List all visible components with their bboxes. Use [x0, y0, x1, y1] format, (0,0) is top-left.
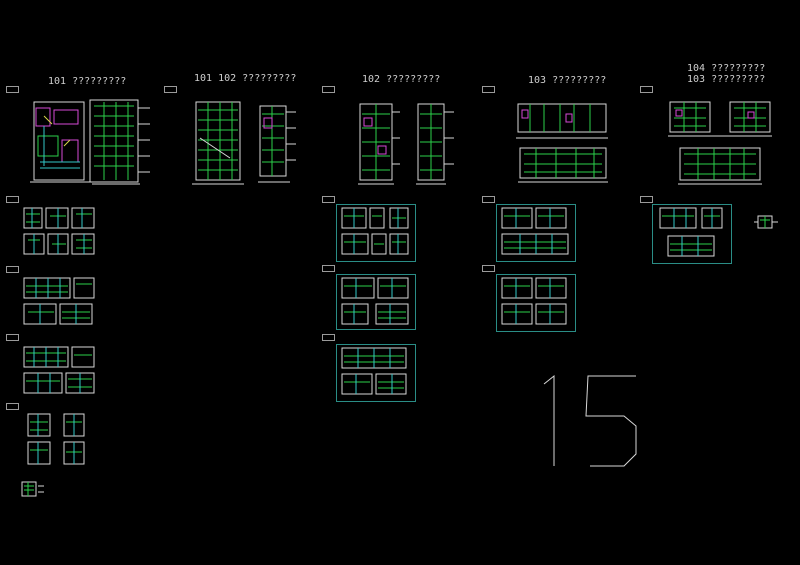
title-103: 103 ?????????	[528, 75, 607, 86]
sheet-tag	[322, 86, 335, 93]
elevations-102-a[interactable]	[340, 206, 414, 260]
elevations-101-c[interactable]	[22, 343, 102, 399]
elevations-101-a[interactable]	[22, 204, 102, 260]
sheet-tag	[482, 196, 495, 203]
sheet-tag	[322, 265, 335, 272]
sheet-number-15	[543, 374, 637, 467]
elevations-103-a[interactable]	[500, 206, 574, 260]
elevations-104[interactable]	[656, 206, 730, 262]
sheet-tag	[6, 403, 19, 410]
plan-102[interactable]	[352, 98, 472, 190]
sheet-tag	[640, 86, 653, 93]
sheet-tag	[640, 196, 653, 203]
sheet-tag	[6, 196, 19, 203]
plan-103[interactable]	[510, 98, 622, 190]
title-104-103: 103 ?????????	[687, 74, 766, 85]
sheet-tag	[6, 334, 19, 341]
plan-101[interactable]	[24, 96, 164, 192]
elevations-102-c[interactable]	[340, 346, 414, 400]
plan-104[interactable]	[664, 98, 776, 190]
sheet-frame-103-a[interactable]	[496, 204, 576, 262]
sheet-tag	[6, 86, 19, 93]
detail-symbol-104[interactable]	[752, 210, 782, 236]
sheet-tag	[322, 334, 335, 341]
title-104: 104 ?????????	[687, 63, 766, 74]
detail-symbol-small[interactable]	[18, 478, 48, 504]
elevations-101-d[interactable]	[22, 410, 102, 470]
elevations-103-b[interactable]	[500, 276, 574, 330]
sheet-frame-102-b[interactable]	[336, 274, 416, 330]
sheet-frame-104[interactable]	[652, 204, 732, 264]
elevations-101-b[interactable]	[22, 274, 102, 330]
sheet-tag	[164, 86, 177, 93]
elevations-102-b[interactable]	[340, 276, 414, 328]
sheet-frame-102-a[interactable]	[336, 204, 416, 262]
sheet-tag	[6, 266, 19, 273]
title-102: 102 ?????????	[362, 74, 441, 85]
sheet-tag	[322, 196, 335, 203]
sheet-tag	[482, 86, 495, 93]
title-101-102: 101 102 ?????????	[194, 73, 297, 84]
sheet-frame-103-b[interactable]	[496, 274, 576, 332]
sheet-tag	[482, 265, 495, 272]
sheet-frame-102-c[interactable]	[336, 344, 416, 402]
title-101: 101 ?????????	[48, 76, 127, 87]
plan-101-102[interactable]	[188, 98, 312, 190]
